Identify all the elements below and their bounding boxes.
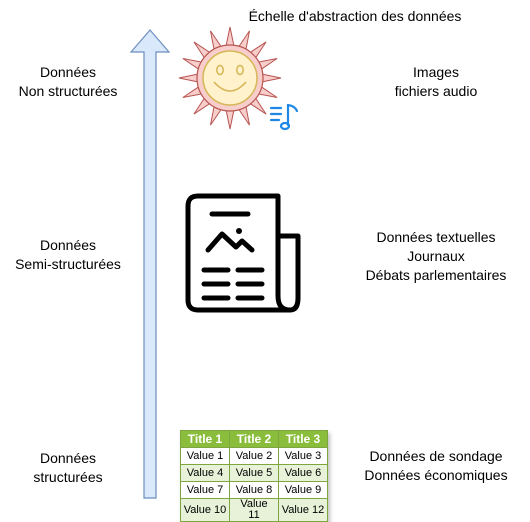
examples-unstructured: Images fichiers audio: [394, 64, 478, 99]
table-row: Value 1 Value 2 Value 3: [180, 447, 328, 465]
table-cell: Value 4: [180, 464, 230, 482]
label-unstructured: Données Non structurées: [18, 64, 118, 99]
examples-semi-structured: Données textuelles Journaux Débats parle…: [365, 229, 507, 283]
diagram-title: Échelle d'abstraction des données: [248, 8, 462, 24]
table-row: Value 10 Value 11 Value 12: [180, 498, 328, 522]
newspaper-icon: [185, 193, 301, 313]
table-cell: Value 3: [278, 447, 328, 465]
table-cell: Value 10: [180, 498, 230, 522]
table-header-cell: Title 3: [278, 430, 328, 448]
music-note-icon: [269, 103, 299, 131]
table-header-cell: Title 1: [180, 430, 230, 448]
table-row: Value 4 Value 5 Value 6: [180, 464, 328, 482]
table-cell: Value 11: [229, 498, 279, 522]
table-cell: Value 5: [229, 464, 279, 482]
examples-structured: Données de sondage Données économiques: [364, 448, 508, 483]
abstraction-arrow: [129, 29, 171, 499]
label-structured: Données structurées: [33, 450, 103, 485]
label-semi-structured: Données Semi-structurées: [15, 237, 121, 272]
table-cell: Value 8: [229, 481, 279, 499]
table-row: Value 7 Value 8 Value 9: [180, 481, 328, 499]
sun-smiley-icon: [178, 26, 282, 130]
table-cell: Value 2: [229, 447, 279, 465]
table-cell: Value 7: [180, 481, 230, 499]
table-cell: Value 6: [278, 464, 328, 482]
data-table: Title 1 Title 2 Title 3 Value 1 Value 2 …: [180, 430, 328, 522]
table-header-cell: Title 2: [229, 430, 279, 448]
table-header-row: Title 1 Title 2 Title 3: [180, 430, 328, 448]
table-cell: Value 12: [278, 498, 328, 522]
table-cell: Value 1: [180, 447, 230, 465]
table-cell: Value 9: [278, 481, 328, 499]
